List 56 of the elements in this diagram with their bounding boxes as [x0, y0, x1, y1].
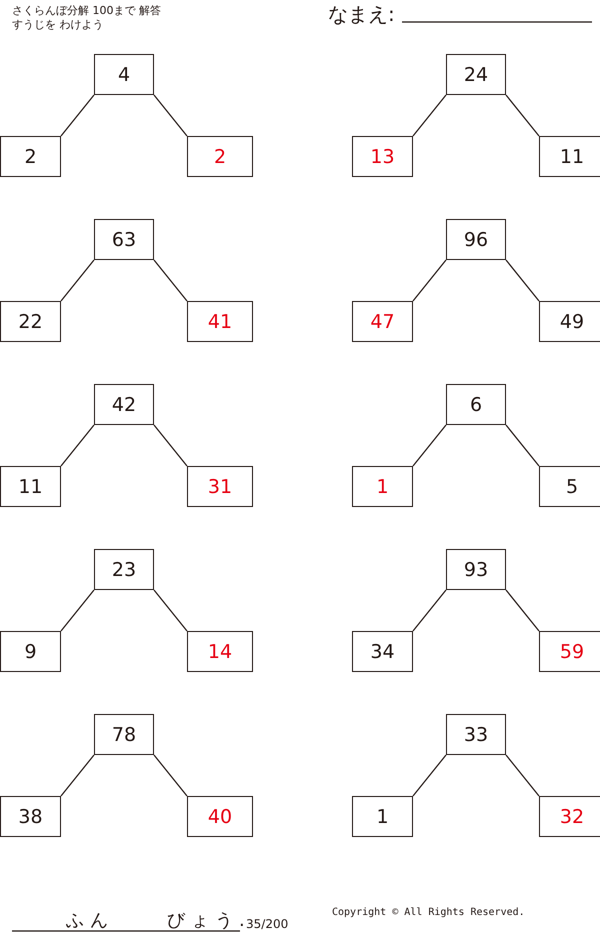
number-box: 63 [94, 219, 154, 260]
number-box: 24 [446, 54, 506, 95]
connector-line [506, 94, 540, 136]
connector-line [412, 424, 446, 466]
answer-box: 38 [0, 796, 61, 837]
answer-box: 40 [187, 796, 253, 837]
connector-line [60, 260, 94, 302]
answer-box: 22 [0, 301, 61, 342]
connector-line [412, 260, 446, 302]
answer-box: 14 [187, 631, 253, 672]
number-box: 33 [446, 714, 506, 755]
answer-box: 1 [352, 466, 413, 507]
answer-box: 47 [352, 301, 413, 342]
connector-line [154, 94, 188, 136]
answer-box: 1 [352, 796, 413, 837]
number-box: 4 [94, 54, 154, 95]
answer-box: 49 [539, 301, 600, 342]
answer-box: 31 [187, 466, 253, 507]
connector-line [506, 424, 540, 466]
connector-line [412, 590, 446, 632]
answer-box: 59 [539, 631, 600, 672]
answer-box: 5 [539, 466, 600, 507]
number-box: 42 [94, 384, 154, 425]
number-box: 78 [94, 714, 154, 755]
connector-line [60, 590, 94, 632]
connector-line [506, 590, 540, 632]
answer-box: 9 [0, 631, 61, 672]
number-box: 6 [446, 384, 506, 425]
worksheet-subtitle: すうじを わけよう [12, 17, 104, 32]
copyright-text: Copyright © All Rights Reserved. [332, 907, 525, 918]
connector-line [60, 424, 94, 466]
answer-box: 32 [539, 796, 600, 837]
number-box: 23 [94, 549, 154, 590]
answer-box: 11 [539, 136, 600, 177]
answer-box: 13 [352, 136, 413, 177]
minutes-label: ふん [66, 909, 114, 932]
connector-line [154, 590, 188, 632]
worksheet-title: さくらんぼ分解 100まで 解答 [12, 3, 161, 18]
connector-line [60, 94, 94, 136]
connector-line [154, 260, 188, 302]
number-box: 96 [446, 219, 506, 260]
connector-line [506, 754, 540, 796]
connector-line [412, 94, 446, 136]
connector-line [154, 424, 188, 466]
connector-line [154, 754, 188, 796]
connector-line [60, 754, 94, 796]
answer-box: 41 [187, 301, 253, 342]
page-number: 35/200 [246, 917, 288, 931]
number-box: 93 [446, 549, 506, 590]
name-label: なまえ: [328, 1, 395, 28]
answer-box: 2 [187, 136, 253, 177]
answer-box: 34 [352, 631, 413, 672]
connector-line [412, 754, 446, 796]
connector-line [506, 260, 540, 302]
answer-box: 2 [0, 136, 61, 177]
answer-box: 11 [0, 466, 61, 507]
